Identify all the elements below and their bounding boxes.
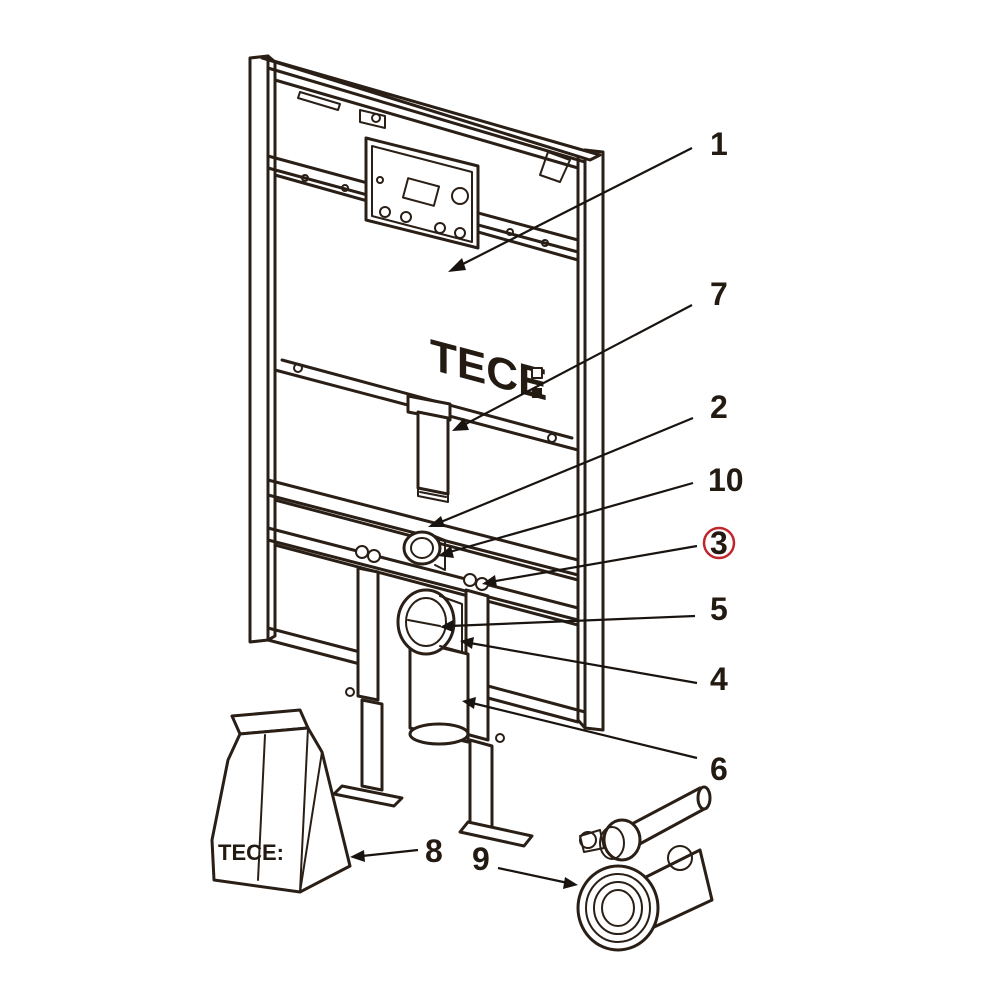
- arrow-5: [440, 620, 453, 632]
- arrow-8: [350, 850, 365, 862]
- arrow-9: [563, 877, 578, 889]
- arrow-3: [482, 575, 497, 587]
- leader-line-6: [471, 701, 698, 760]
- flush-control-plate: [364, 136, 480, 250]
- leader-line-10: [445, 481, 694, 555]
- accessory-bag: TECE:: [210, 708, 352, 894]
- leader-lines: [350, 147, 698, 889]
- leader-line-2: [435, 416, 694, 526]
- leader-line-4: [469, 641, 698, 685]
- support-legs: [332, 545, 534, 848]
- flush-pipe: [406, 394, 452, 503]
- highlight-circle: [702, 526, 736, 560]
- label-7: 7: [710, 276, 728, 312]
- arrow-7: [452, 418, 469, 431]
- label-1: 1: [710, 126, 728, 162]
- leader-line-1: [454, 147, 693, 269]
- arrow-2: [428, 516, 445, 527]
- label-5: 5: [710, 591, 728, 627]
- pipe-connector: [402, 530, 446, 571]
- label-6: 6: [710, 751, 728, 787]
- label-3: 3: [710, 525, 728, 561]
- pipe-seals: [576, 785, 714, 952]
- part-labels: 1 7 2 10 3 5 4 6 8 9: [425, 126, 744, 877]
- frame-brand-logo: TECE: [430, 330, 547, 411]
- leader-line-9: [497, 866, 569, 885]
- leader-line-7: [457, 304, 693, 429]
- arrow-4: [460, 637, 474, 649]
- label-2: 2: [710, 389, 728, 425]
- leader-line-8: [361, 848, 419, 858]
- frame-brand-text: TECE: [430, 330, 547, 411]
- arrow-10: [438, 546, 454, 558]
- arrow-6: [462, 697, 476, 709]
- bag-brand-text: TECE:: [218, 840, 284, 865]
- label-8: 8: [425, 833, 443, 869]
- leader-line-5: [449, 614, 696, 628]
- leader-line-3: [489, 544, 698, 584]
- label-4: 4: [710, 661, 728, 697]
- label-10: 10: [708, 462, 744, 498]
- arrow-1: [448, 258, 466, 272]
- label-9: 9: [472, 841, 490, 877]
- drain-elbow: [396, 588, 470, 746]
